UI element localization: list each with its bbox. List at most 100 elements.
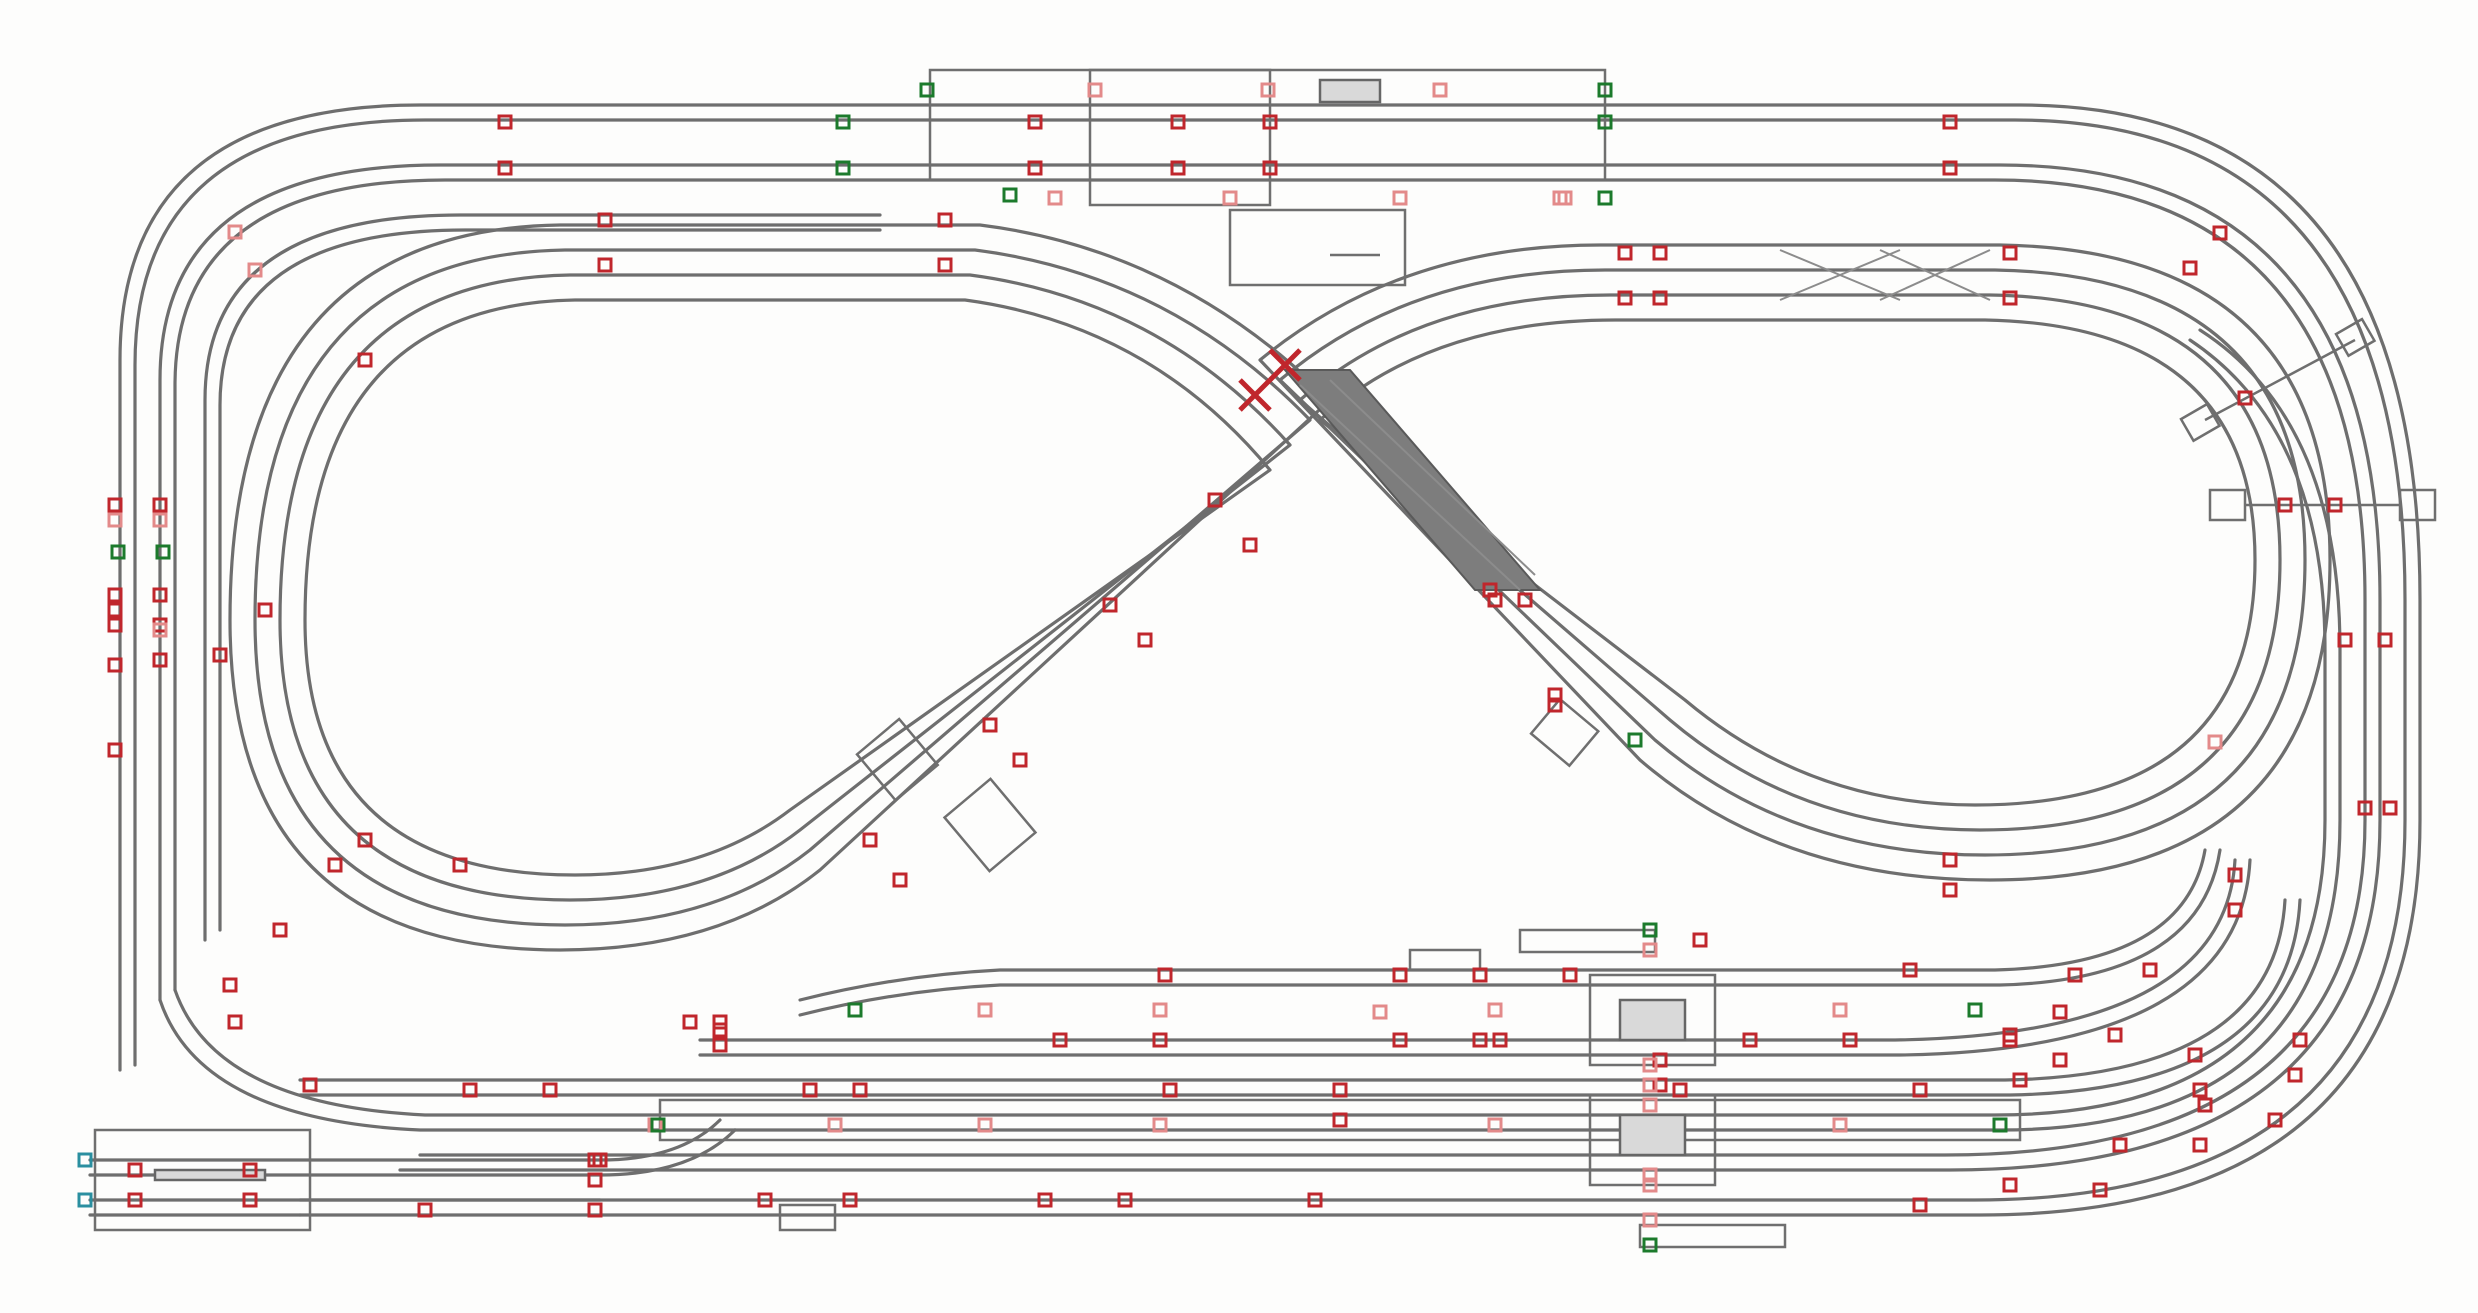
pink-marker	[1642, 942, 1658, 958]
red-marker	[257, 602, 273, 618]
red-marker	[2287, 1067, 2303, 1083]
red-marker	[1672, 1082, 1688, 1098]
green-marker	[1627, 732, 1643, 748]
red-marker	[1162, 1082, 1178, 1098]
red-marker	[107, 587, 123, 603]
red-marker	[937, 212, 953, 228]
red-marker	[597, 212, 613, 228]
green-marker	[1642, 922, 1658, 938]
red-marker	[2142, 962, 2158, 978]
red-marker	[1027, 160, 1043, 176]
red-marker	[757, 1192, 773, 1208]
pink-marker	[107, 512, 123, 528]
lineside-structures	[855, 697, 1601, 873]
red-marker	[1027, 114, 1043, 130]
pink-marker	[1432, 82, 1448, 98]
red-marker	[1392, 967, 1408, 983]
pink-marker	[977, 1002, 993, 1018]
red-marker	[1547, 687, 1563, 703]
red-marker	[1942, 882, 1958, 898]
upper-station-platform	[928, 68, 1607, 287]
red-marker	[357, 352, 373, 368]
red-marker	[862, 832, 878, 848]
red-marker	[272, 922, 288, 938]
red-marker	[462, 1082, 478, 1098]
red-marker	[1652, 1077, 1668, 1093]
green-marker	[650, 1117, 666, 1133]
pink-marker	[2207, 734, 2223, 750]
red-marker	[1052, 1032, 1068, 1048]
red-marker	[2002, 290, 2018, 306]
red-marker	[1492, 1032, 1508, 1048]
red-marker	[2002, 1032, 2018, 1048]
red-marker	[1482, 582, 1498, 598]
red-marker	[1157, 967, 1173, 983]
red-marker	[542, 1082, 558, 1098]
red-marker	[1242, 537, 1258, 553]
red-marker	[152, 587, 168, 603]
red-marker	[1392, 1032, 1408, 1048]
red-marker	[1037, 1192, 1053, 1208]
red-marker	[497, 114, 513, 130]
red-marker	[1912, 1197, 1928, 1213]
pink-marker	[227, 224, 243, 240]
pink-marker	[1642, 1077, 1658, 1093]
red-marker	[2267, 1112, 2283, 1128]
red-marker	[1307, 1192, 1323, 1208]
red-marker	[1207, 492, 1223, 508]
red-marker	[712, 1022, 728, 1038]
red-marker	[417, 1202, 433, 1218]
red-marker	[2377, 632, 2393, 648]
track-markers	[77, 82, 2398, 1253]
red-marker	[2237, 390, 2253, 406]
red-marker	[1170, 114, 1186, 130]
pink-marker	[1152, 1002, 1168, 1018]
red-marker	[1912, 1082, 1928, 1098]
pink-marker	[1642, 1097, 1658, 1113]
pink-marker	[1832, 1002, 1848, 1018]
red-marker	[2002, 245, 2018, 261]
red-marker	[1102, 597, 1118, 613]
teal-marker	[77, 1152, 93, 1168]
green-marker	[1992, 1117, 2008, 1133]
red-marker	[1942, 852, 1958, 868]
red-marker	[242, 1192, 258, 1208]
green-marker	[1597, 82, 1613, 98]
red-marker	[1692, 932, 1708, 948]
pink-marker	[1642, 1057, 1658, 1073]
green-marker	[1597, 114, 1613, 130]
outer-oval-track	[88, 103, 2422, 1217]
pink-marker	[827, 1117, 843, 1133]
red-marker	[2067, 967, 2083, 983]
green-marker	[835, 160, 851, 176]
red-marker	[212, 647, 228, 663]
red-marker	[1902, 962, 1918, 978]
red-marker	[1262, 160, 1278, 176]
red-marker	[1152, 1032, 1168, 1048]
red-marker	[2182, 260, 2198, 276]
green-marker	[835, 114, 851, 130]
red-marker	[1652, 290, 1668, 306]
red-marker	[497, 160, 513, 176]
red-marker	[1547, 697, 1563, 713]
red-marker	[2012, 1072, 2028, 1088]
figure-eight-track	[228, 223, 2332, 952]
green-marker	[847, 1002, 863, 1018]
red-marker	[1942, 114, 1958, 130]
red-marker	[2277, 497, 2293, 513]
red-marker	[842, 1192, 858, 1208]
pink-marker	[1152, 1002, 1168, 1018]
green-marker	[1967, 1002, 1983, 1018]
red-marker	[1562, 967, 1578, 983]
red-marker	[2187, 1047, 2203, 1063]
red-marker	[2327, 497, 2343, 513]
red-marker	[327, 857, 343, 873]
buffer-stop-icon	[93, 1128, 312, 1232]
red-marker	[682, 1014, 698, 1030]
crossing-marks	[1238, 348, 1302, 412]
red-marker	[2212, 225, 2228, 241]
red-marker	[107, 617, 123, 633]
pink-marker	[1047, 190, 1063, 206]
red-marker	[1012, 752, 1028, 768]
